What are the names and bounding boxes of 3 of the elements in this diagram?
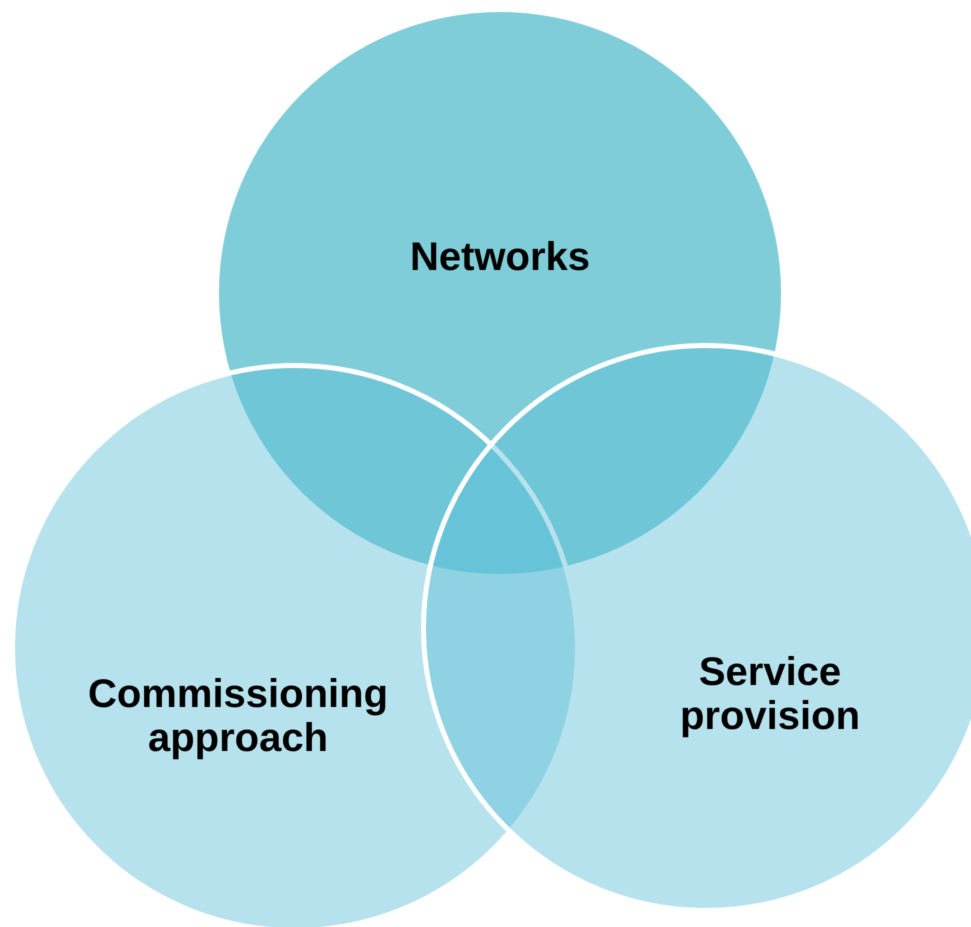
circle-label: Service provision bbox=[678, 650, 862, 738]
circle-label: Commissioning approach bbox=[86, 672, 390, 760]
circle-label: Networks bbox=[408, 235, 592, 279]
